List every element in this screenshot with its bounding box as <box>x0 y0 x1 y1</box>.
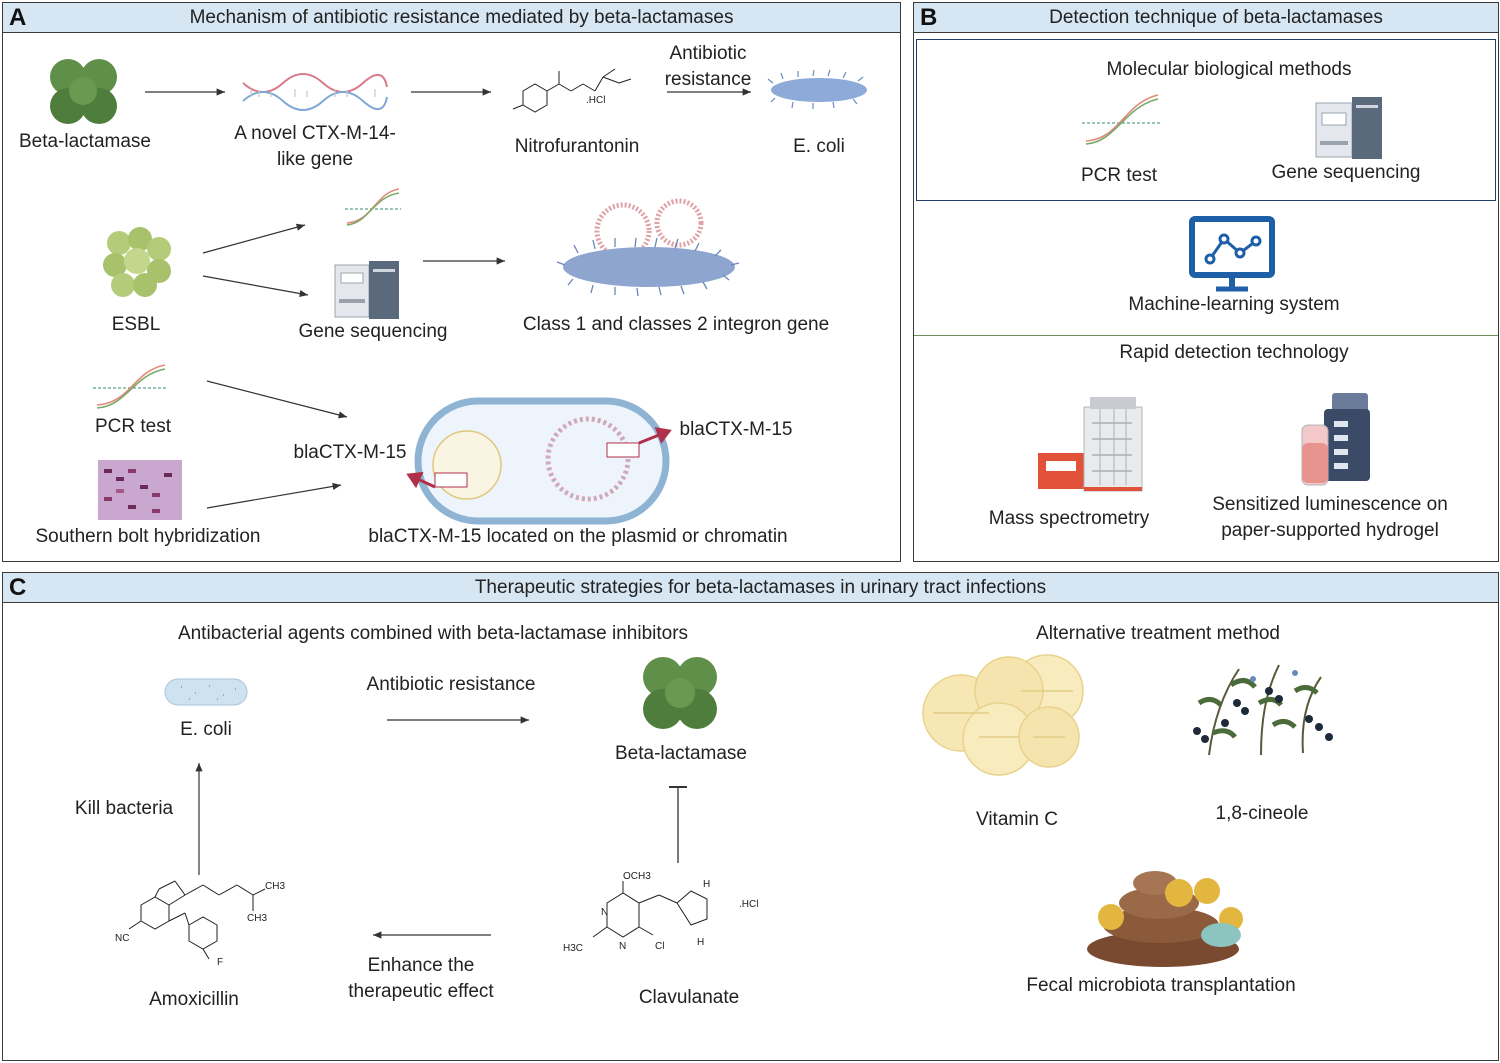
fecal-microbiota-icon <box>1087 871 1243 967</box>
label-beta-lactamase-a: Beta-lactamase <box>18 131 151 152</box>
chem-n-1: N <box>601 907 608 918</box>
ecoli-bacterium-icon <box>767 69 867 109</box>
label-luminescence-1: Sensitized luminescence on <box>1212 494 1448 515</box>
label-integron: Class 1 and classes 2 integron gene <box>522 314 830 335</box>
panel-b-title: Detection technique of beta-lactamases <box>1049 7 1383 28</box>
chem-h-2: H <box>697 937 704 948</box>
label-novel-gene-1: A novel CTX-M-14- <box>234 123 396 144</box>
label-gene-sequencing-a: Gene sequencing <box>298 321 448 342</box>
panel-b: B Detection technique of beta-lactamases <box>913 2 1499 562</box>
label-molecular: Molecular biological methods <box>1106 59 1352 80</box>
chem-hcl-a: .HCl <box>586 95 605 106</box>
label-bla-located: blaCTX-M-15 located on the plasmid or ch… <box>368 526 788 547</box>
label-fecal: Fecal microbiota transplantation <box>1026 975 1296 996</box>
pcr-curve-icon-a2 <box>93 364 167 409</box>
amoxicillin-structure-icon <box>128 880 266 960</box>
panel-a: A Mechanism of antibiotic resistance med… <box>2 2 901 562</box>
divider-b-1 <box>914 335 1498 336</box>
arrow-a4 <box>202 223 306 254</box>
beta-lactamase-icon <box>50 59 117 124</box>
label-alternative: Alternative treatment method <box>1036 623 1280 644</box>
label-amoxicillin: Amoxicillin <box>149 989 239 1010</box>
label-rapid: Rapid detection technology <box>1119 342 1349 363</box>
luminescence-device-icon <box>1301 393 1370 486</box>
chem-n-2: N <box>619 941 626 952</box>
chem-nc: NC <box>115 933 129 944</box>
panel-c-art: NC F CH3 CH3 OCH3 .HCl H3C Cl N N H H <box>115 654 1333 968</box>
panel-b-art <box>1038 94 1382 492</box>
label-kill-bacteria: Kill bacteria <box>74 798 174 819</box>
chem-cl: Cl <box>655 941 664 952</box>
label-cineole: 1,8-cineole <box>1215 803 1309 824</box>
label-luminescence-2: paper-supported hydrogel <box>1221 520 1439 541</box>
label-beta-lactamase-c: Beta-lactamase <box>614 743 747 764</box>
label-gene-sequencing-b: Gene sequencing <box>1271 162 1421 183</box>
dna-helix-icon <box>242 73 388 111</box>
label-pcr-test-a: PCR test <box>94 416 172 437</box>
clavulanate-structure-icon <box>592 881 708 938</box>
panel-b-letter: B <box>920 4 938 31</box>
panel-a-letter: A <box>9 4 27 31</box>
label-antibiotic-resistance-c: Antibiotic resistance <box>366 674 536 695</box>
beta-lactamase-icon-c <box>643 657 717 729</box>
panel-a-title: Mechanism of antibiotic resistance media… <box>189 7 734 28</box>
label-esbl: ESBL <box>111 314 161 335</box>
panel-c: C Therapeutic strategies for beta-lactam… <box>2 572 1499 1061</box>
panel-c-title: Therapeutic strategies for beta-lactamas… <box>474 577 1047 598</box>
label-mass-spec: Mass spectrometry <box>988 508 1150 529</box>
integron-bacterium-icon <box>556 198 740 297</box>
chem-h-1: H <box>703 879 710 890</box>
panel-c-header: C Therapeutic strategies for beta-lactam… <box>3 573 1498 603</box>
monitor-icon <box>1189 216 1275 292</box>
gene-sequencer-icon-b <box>1315 97 1382 159</box>
label-enhance-1: Enhance the <box>367 955 475 976</box>
chem-hcl-c: .HCl <box>739 899 758 910</box>
chem-f: F <box>217 957 223 968</box>
label-bla-left: blaCTX-M-15 <box>293 442 407 463</box>
chem-och3: OCH3 <box>623 871 651 882</box>
panel-b-header: B Detection technique of beta-lactamases <box>914 3 1498 33</box>
label-southern-blot: Southern bolt hybridization <box>35 526 261 547</box>
southern-blot-gel-icon <box>98 460 182 520</box>
label-antibiotic-1: Antibiotic <box>669 43 747 64</box>
label-machine-learning: Machine-learning system <box>1128 294 1340 315</box>
arrow-a8 <box>206 482 342 509</box>
mass-spectrometer-icon <box>1038 397 1143 492</box>
gene-sequencer-icon-a <box>334 261 399 319</box>
bacterial-cell-icon <box>406 397 672 525</box>
label-nitrofurantonin: Nitrofurantonin <box>514 136 640 157</box>
pcr-curve-icon-a1 <box>345 188 401 226</box>
label-clavulanate: Clavulanate <box>638 987 740 1008</box>
label-enhance-2: therapeutic effect <box>348 981 494 1002</box>
label-bla-right: blaCTX-M-15 <box>679 419 793 440</box>
cineole-plant-icon <box>1193 664 1333 756</box>
label-ecoli-c: E. coli <box>180 719 232 740</box>
label-pcr-test-b: PCR test <box>1080 165 1158 186</box>
ecoli-pill-icon <box>164 678 248 706</box>
label-novel-gene-2: like gene <box>276 149 354 170</box>
label-vitamin-c: Vitamin C <box>975 809 1058 830</box>
nitrofurantonin-structure-icon <box>512 68 632 113</box>
arrow-a5 <box>202 275 309 298</box>
pcr-curve-icon-b <box>1082 94 1162 145</box>
panel-a-art: .HCl <box>50 59 867 525</box>
label-antibacterial: Antibacterial agents combined with beta-… <box>177 623 689 644</box>
esbl-icon <box>103 227 171 297</box>
arrow-a7 <box>206 380 348 419</box>
panel-b-molecular-box <box>916 39 1496 201</box>
panel-c-letter: C <box>9 574 27 601</box>
panel-a-header: A Mechanism of antibiotic resistance med… <box>3 3 900 33</box>
chem-h3c: H3C <box>563 943 583 954</box>
vitamin-c-tablets-icon <box>922 654 1084 776</box>
label-ecoli-a: E. coli <box>793 136 845 157</box>
chem-ch3-2: CH3 <box>247 913 267 924</box>
chem-ch3-1: CH3 <box>265 881 285 892</box>
label-antibiotic-2: resistance <box>664 69 752 90</box>
